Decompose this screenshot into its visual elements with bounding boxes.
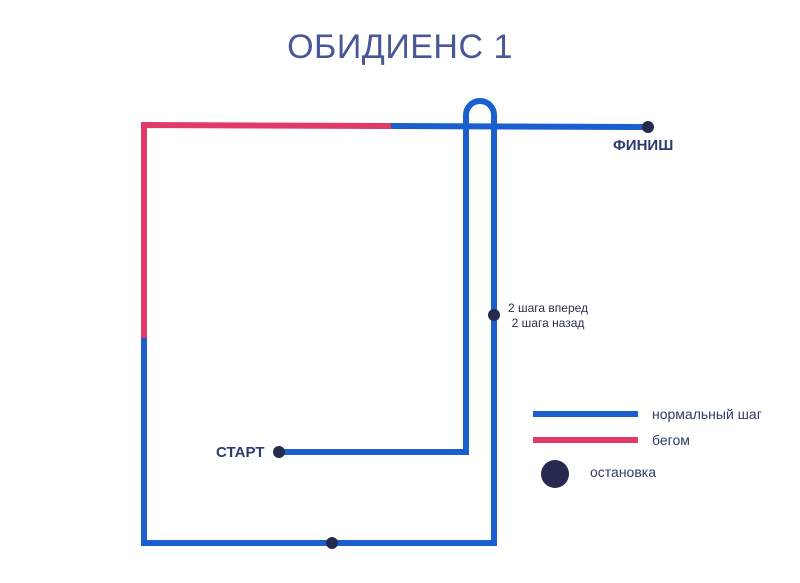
path-normal-start-segment <box>279 115 469 455</box>
start-point <box>273 446 285 458</box>
page-title: ОБИДИЕНС 1 <box>287 28 513 66</box>
steps-annotation: 2 шага вперед 2 шага назад <box>508 301 588 331</box>
stop-point-bottom <box>326 537 338 549</box>
path-normal-uturn-loop <box>463 98 497 116</box>
steps-back-label: 2 шага назад <box>511 316 585 330</box>
path-normal-finish-segment <box>390 123 649 130</box>
legend-stop-label: остановка <box>590 464 657 480</box>
start-label: СТАРТ <box>216 444 265 461</box>
path-normal-long-segment <box>141 115 497 546</box>
legend-stop-dot <box>541 460 569 488</box>
finish-label: ФИНИШ <box>613 137 674 154</box>
stop-point-steps <box>488 309 500 321</box>
legend-run-label: бегом <box>652 432 690 448</box>
finish-point <box>642 121 654 133</box>
legend-normal-label: нормальный шаг <box>652 406 762 422</box>
steps-forward-label: 2 шага вперед <box>508 301 589 315</box>
path-run-segment <box>141 121 392 338</box>
